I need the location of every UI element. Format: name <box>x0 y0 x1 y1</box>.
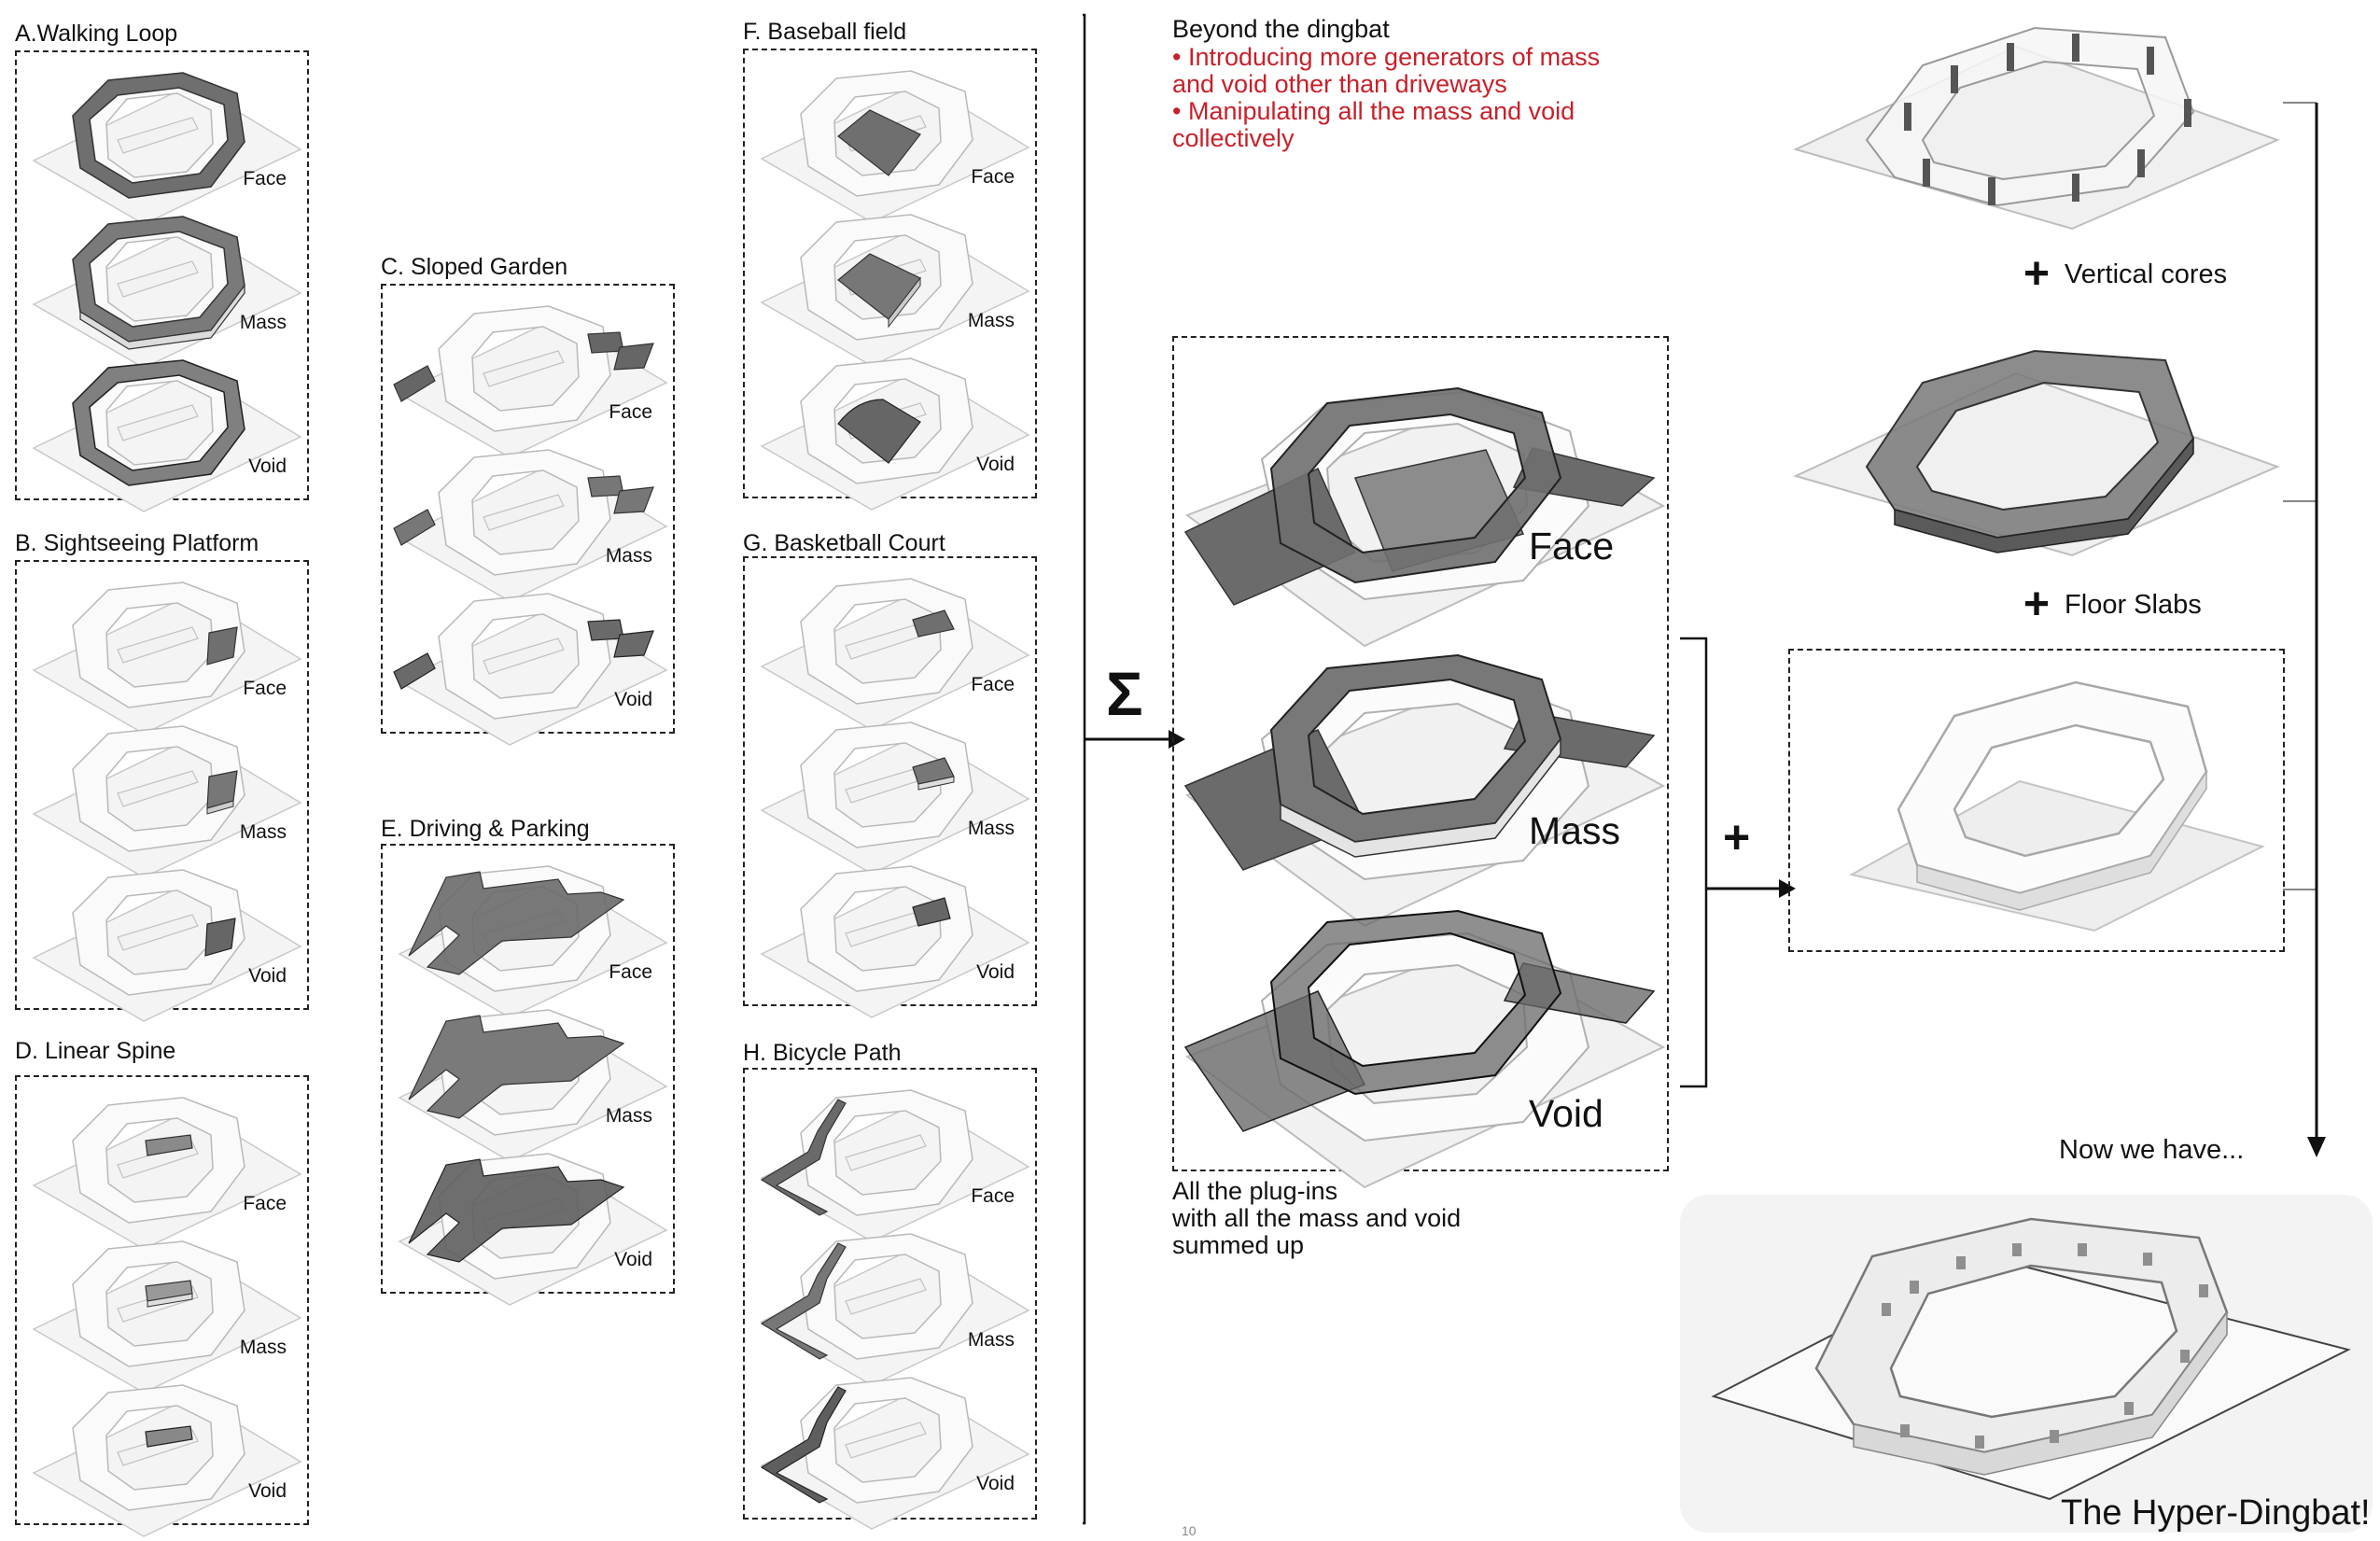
panel-label: Void <box>614 689 652 711</box>
vertical-cores-diagram <box>1792 9 2277 229</box>
panel-label: Face <box>243 1193 287 1215</box>
panel-label: Mass <box>968 818 1015 840</box>
panel-cell: Mass <box>745 707 1035 848</box>
floor-slabs-diagram <box>1792 336 2277 560</box>
plugin-panel-driving-parking: Face Mass Void <box>381 844 675 1294</box>
plus-sign: + <box>1723 810 1750 864</box>
panel-label: Face <box>971 166 1015 189</box>
plugin-title-walking-loop: A.Walking Loop <box>15 21 177 48</box>
panel-label: Face <box>243 678 287 700</box>
panel-cell: Void <box>745 1363 1035 1503</box>
panel-cell: Face <box>745 56 1035 196</box>
panel-label: Void <box>976 1473 1015 1495</box>
panel-label: Face <box>971 674 1015 696</box>
caption-line: All the plug-ins <box>1172 1178 1461 1205</box>
panel-label: Void <box>248 965 287 988</box>
sum-bracket <box>1064 11 1185 1528</box>
hyper-dingbat-rendering <box>1676 1191 2376 1536</box>
plugin-title-sloped-garden: C. Sloped Garden <box>381 254 567 281</box>
combined-label-face: Face <box>1529 525 1614 568</box>
panel-label: Mass <box>240 821 287 844</box>
panel-label: Mass <box>968 1329 1015 1352</box>
panel-cell: Void <box>17 855 307 995</box>
panel-label: Void <box>976 454 1015 476</box>
panel-label: Face <box>609 961 652 984</box>
plus-icon: + <box>2023 249 2050 299</box>
plugin-panel-sightseeing-platform: Face Mass Void <box>15 560 309 1010</box>
panel-cell: Void <box>745 851 1035 991</box>
panel-cell: Face <box>383 851 673 991</box>
result-arrow <box>2277 93 2361 1167</box>
panel-cell: Mass <box>745 200 1035 340</box>
page-number: 10 <box>1182 1523 1197 1538</box>
panel-cell: Face <box>17 1083 307 1223</box>
panel-label: Mass <box>606 1105 652 1128</box>
panel-label: Face <box>243 168 287 190</box>
combined-label-void: Void <box>1529 1092 1603 1136</box>
panel-label: Face <box>609 401 652 424</box>
intro-block: Beyond the dingbat • Introducing more ge… <box>1172 15 1600 152</box>
combined-mass-diagram <box>1178 646 1663 898</box>
panel-cell: Void <box>383 579 673 719</box>
plugin-title-sightseeing-platform: B. Sightseeing Platform <box>15 530 259 557</box>
plugin-panel-sloped-garden: Face Mass Void <box>381 284 675 734</box>
panel-cell: Mass <box>17 1226 307 1366</box>
intro-title: Beyond the dingbat <box>1172 15 1600 44</box>
panel-cell: Mass <box>17 202 307 342</box>
panel-cell: Void <box>17 1370 307 1510</box>
panel-cell: Face <box>745 1075 1035 1215</box>
hyper-dingbat-title: The Hyper-Dingbat! <box>2061 1493 2371 1534</box>
panel-label: Mass <box>968 310 1015 332</box>
layer-label: Vertical cores <box>2065 259 2227 289</box>
caption-line: with all the mass and void <box>1172 1205 1461 1232</box>
layer-label: Floor Slabs <box>2065 590 2202 620</box>
plus-icon: + <box>2023 580 2050 629</box>
panel-cell: Void <box>383 1139 673 1279</box>
panel-cell: Mass <box>17 711 307 851</box>
panel-label: Void <box>248 1480 287 1503</box>
panel-label: Void <box>976 961 1015 984</box>
panel-label: Mass <box>240 312 287 334</box>
panel-cell: Face <box>17 567 307 707</box>
panel-cell: Void <box>745 343 1035 483</box>
now-we-have-text: Now we have... <box>2059 1135 2244 1166</box>
layer-floor-slabs: + Floor Slabs <box>2023 579 2202 630</box>
panel-cell: Mass <box>383 995 673 1135</box>
intro-bullet: • Manipulating all the mass and void <box>1172 98 1600 125</box>
plugin-title-driving-parking: E. Driving & Parking <box>381 816 590 843</box>
panel-cell: Face <box>745 564 1035 704</box>
intro-bullet: collectively <box>1172 125 1600 152</box>
base-mass-diagram <box>1796 669 2281 940</box>
plugin-title-basketball-court: G. Basketball Court <box>743 530 945 557</box>
panel-cell: Face <box>383 291 673 431</box>
combined-panel: Face Mass Void <box>1172 336 1669 1171</box>
combined-face-diagram <box>1178 366 1663 637</box>
intro-bullet: and void other than driveways <box>1172 71 1600 98</box>
panel-label: Mass <box>606 545 652 567</box>
panel-label: Mass <box>240 1337 287 1359</box>
plugin-title-bicycle-path: H. Bicycle Path <box>743 1040 902 1067</box>
plugin-title-linear-spine: D. Linear Spine <box>15 1038 175 1065</box>
plugin-panel-baseball-field: Face Mass Void <box>743 49 1037 498</box>
combined-label-mass: Mass <box>1529 809 1620 853</box>
intro-bullet: • Introducing more generators of mass <box>1172 44 1600 71</box>
panel-cell: Mass <box>383 435 673 575</box>
panel-label: Face <box>971 1185 1015 1208</box>
combined-caption: All the plug-ins with all the mass and v… <box>1172 1178 1461 1259</box>
plugin-title-baseball-field: F. Baseball field <box>743 19 906 46</box>
panel-cell: Face <box>17 58 307 198</box>
plugin-panel-bicycle-path: Face Mass Void <box>743 1068 1037 1520</box>
panel-label: Void <box>614 1249 652 1271</box>
caption-line: summed up <box>1172 1232 1461 1259</box>
plugin-panel-linear-spine: Face Mass Void <box>15 1075 309 1525</box>
base-mass-panel <box>1788 649 2285 952</box>
plugin-panel-basketball-court: Face Mass Void <box>743 556 1037 1006</box>
layer-vertical-cores: + Vertical cores <box>2023 248 2227 300</box>
sigma-symbol: Σ <box>1106 658 1143 729</box>
panel-label: Void <box>248 455 287 478</box>
plugin-panel-walking-loop: Face Mass Void <box>15 50 309 500</box>
panel-cell: Void <box>17 345 307 485</box>
panel-cell: Mass <box>745 1219 1035 1359</box>
